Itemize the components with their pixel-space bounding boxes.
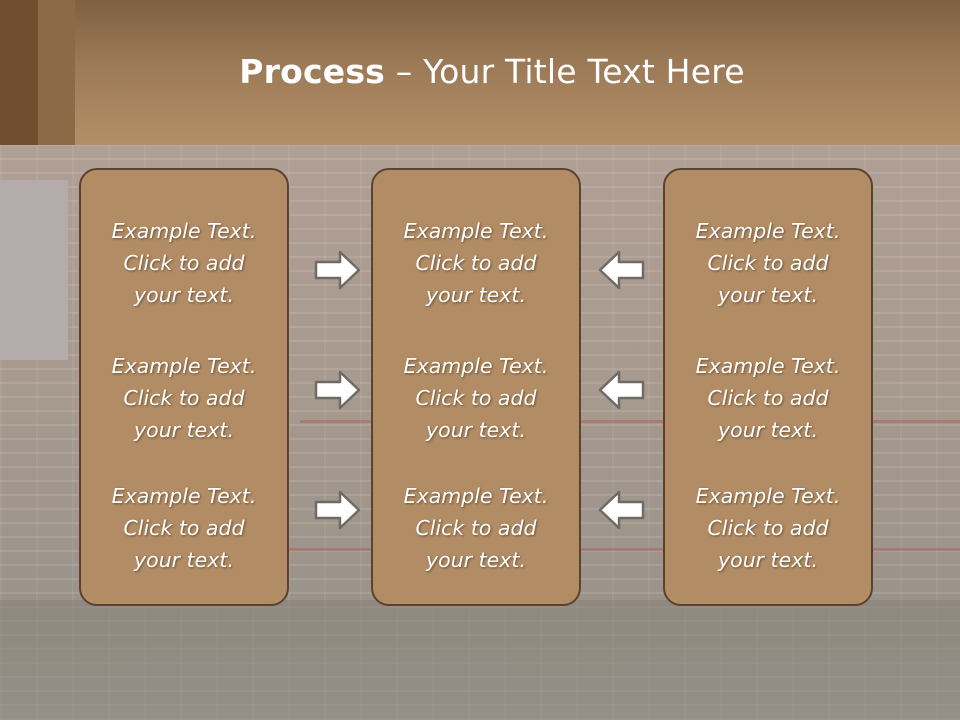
background-railing-lower bbox=[285, 548, 960, 551]
left-arrow-icon[interactable] bbox=[597, 369, 645, 411]
slide-title[interactable]: Process – Your Title Text Here bbox=[0, 52, 960, 91]
text-line: Click to add bbox=[707, 251, 829, 275]
background-railing bbox=[300, 420, 960, 423]
title-bold-text: Process bbox=[239, 52, 386, 91]
text-line: your text. bbox=[134, 548, 234, 572]
text-line: Click to add bbox=[123, 251, 245, 275]
text-line: Click to add bbox=[707, 386, 829, 410]
text-line: Click to add bbox=[415, 516, 537, 540]
text-block[interactable]: Example Text. Click to add your text. bbox=[665, 480, 871, 576]
text-block[interactable]: Example Text. Click to add your text. bbox=[81, 350, 287, 446]
text-block[interactable]: Example Text. Click to add your text. bbox=[81, 480, 287, 576]
text-block[interactable]: Example Text. Click to add your text. bbox=[665, 350, 871, 446]
text-line: Example Text. bbox=[403, 484, 549, 508]
title-rest-text: – Your Title Text Here bbox=[385, 52, 745, 91]
text-line: your text. bbox=[718, 283, 818, 307]
text-line: your text. bbox=[134, 283, 234, 307]
text-block[interactable]: Example Text. Click to add your text. bbox=[665, 215, 871, 311]
right-arrow-icon[interactable] bbox=[314, 369, 362, 411]
right-arrow-icon[interactable] bbox=[314, 249, 362, 291]
background-window bbox=[0, 180, 68, 360]
text-line: Example Text. bbox=[111, 354, 257, 378]
left-arrow-icon[interactable] bbox=[597, 489, 645, 531]
text-block[interactable]: Example Text. Click to add your text. bbox=[373, 215, 579, 311]
text-line: Click to add bbox=[415, 386, 537, 410]
title-bar-accent-light bbox=[38, 0, 75, 145]
right-arrow-icon[interactable] bbox=[314, 489, 362, 531]
process-box-center[interactable]: Example Text. Click to add your text. Ex… bbox=[371, 168, 581, 606]
text-line: Example Text. bbox=[403, 354, 549, 378]
text-line: Example Text. bbox=[111, 484, 257, 508]
text-line: Click to add bbox=[123, 516, 245, 540]
background-ground bbox=[0, 600, 960, 720]
text-block[interactable]: Example Text. Click to add your text. bbox=[373, 480, 579, 576]
text-line: Example Text. bbox=[695, 484, 841, 508]
left-arrow-icon[interactable] bbox=[597, 249, 645, 291]
process-box-left[interactable]: Example Text. Click to add your text. Ex… bbox=[79, 168, 289, 606]
text-line: Example Text. bbox=[403, 219, 549, 243]
text-line: Example Text. bbox=[111, 219, 257, 243]
text-line: your text. bbox=[134, 418, 234, 442]
text-block[interactable]: Example Text. Click to add your text. bbox=[373, 350, 579, 446]
title-bar-accent-dark bbox=[0, 0, 38, 145]
text-line: Example Text. bbox=[695, 354, 841, 378]
text-line: your text. bbox=[718, 418, 818, 442]
text-line: Click to add bbox=[123, 386, 245, 410]
text-line: your text. bbox=[426, 548, 526, 572]
text-block[interactable]: Example Text. Click to add your text. bbox=[81, 215, 287, 311]
text-line: your text. bbox=[426, 418, 526, 442]
text-line: Example Text. bbox=[695, 219, 841, 243]
title-bar: Process – Your Title Text Here bbox=[0, 0, 960, 145]
process-box-right[interactable]: Example Text. Click to add your text. Ex… bbox=[663, 168, 873, 606]
text-line: Click to add bbox=[707, 516, 829, 540]
text-line: your text. bbox=[718, 548, 818, 572]
text-line: your text. bbox=[426, 283, 526, 307]
text-line: Click to add bbox=[415, 251, 537, 275]
